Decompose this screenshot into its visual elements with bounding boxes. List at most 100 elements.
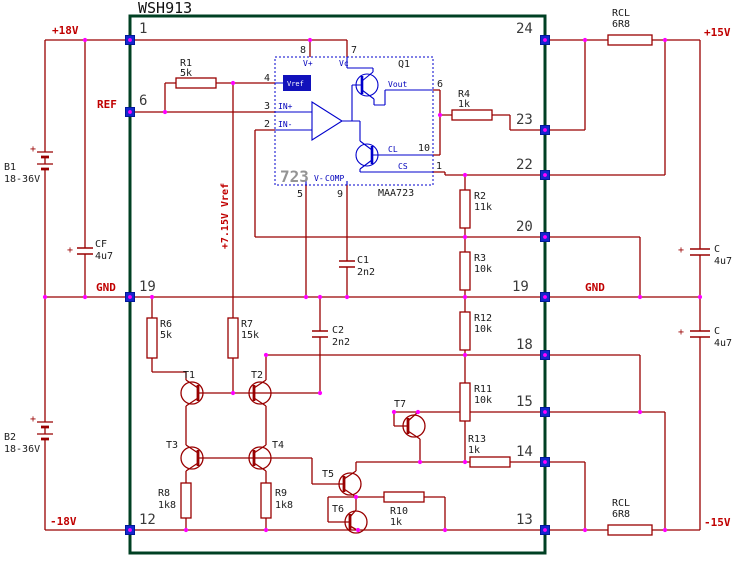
r13-value: 1k — [468, 445, 480, 456]
cf-value: 4u7 — [95, 251, 113, 262]
cap-cf-plates — [77, 247, 93, 255]
t2-body — [248, 381, 272, 405]
ic-pad-vplus: V+ — [303, 59, 313, 68]
internal-wiring — [134, 39, 541, 531]
b2-name: B2 — [4, 432, 16, 443]
ic-pin-9: 9 — [337, 189, 343, 200]
net-vref-rail: +7.15V Vref — [220, 183, 231, 249]
pin-23-label: 23 — [516, 112, 533, 128]
t3-body — [180, 446, 204, 470]
wire-segments-internal — [134, 39, 541, 531]
r12-value: 10k — [474, 324, 492, 335]
resistor-r8-body — [180, 482, 192, 519]
c2-name: C2 — [332, 325, 344, 336]
c-bottom-value: 4u7 — [714, 338, 732, 349]
c-top-polarity-plus: + — [678, 245, 684, 256]
net-ref: REF — [97, 98, 117, 111]
r2-value: 11k — [474, 202, 492, 213]
cap-c1-c2-plates — [312, 260, 355, 338]
transistor-symbols — [180, 379, 426, 534]
r10-value: 1k — [390, 517, 402, 528]
r12-name: R12 — [474, 313, 492, 324]
ic-dashed-outline — [274, 56, 434, 186]
r4-name: R4 — [458, 89, 470, 100]
t2-label: T2 — [251, 370, 263, 381]
r8-name: R8 — [158, 488, 170, 499]
r1-value: 5k — [180, 68, 192, 79]
t7-label: T7 — [394, 399, 406, 410]
vref-block — [283, 75, 311, 91]
net-gnd-left: GND — [96, 281, 116, 294]
battery-plates-long — [37, 151, 53, 435]
net-plus18v: +18V — [52, 24, 79, 37]
pin-14-label: 14 — [516, 444, 533, 460]
ic-pad-inminus: IN- — [278, 120, 292, 129]
t7-body — [402, 414, 426, 438]
resistor-r9-body — [260, 482, 272, 519]
r7-name: R7 — [241, 319, 253, 330]
pin-number-labels: 1 6 19 12 24 23 22 20 19 18 15 14 13 — [139, 21, 533, 528]
b2-value: 18-36V — [4, 444, 40, 455]
cf-polarity-plus: + — [67, 245, 73, 256]
current-limit-transistor-body — [355, 143, 379, 167]
ic-pad-cs: CS — [398, 162, 408, 171]
resistor-r12-body — [459, 311, 471, 351]
resistor-r13-body — [469, 456, 511, 468]
t5-label: T5 — [322, 469, 334, 480]
pin-15-label: 15 — [516, 394, 533, 410]
ic-pin-2: 2 — [264, 119, 270, 130]
net-minus18v: -18V — [50, 515, 77, 528]
pin-22-label: 22 — [516, 157, 533, 173]
ic-pin-6: 6 — [437, 79, 443, 90]
rcl-bottom-name: RCL — [612, 498, 630, 509]
resistor-r10-body — [383, 491, 425, 503]
b1-name: B1 — [4, 162, 16, 173]
resistor-rcl-bottom-body — [607, 524, 653, 536]
ic-pin-10: 10 — [418, 143, 430, 154]
resistor-r7-body — [227, 317, 239, 359]
ic-pin-4: 4 — [264, 73, 270, 84]
ic-part-number: MAA723 — [378, 188, 414, 199]
t5-body — [338, 472, 362, 496]
ic-pin-8: 8 — [300, 45, 306, 56]
pin-6-label: 6 — [139, 93, 147, 109]
cap-right-plates — [690, 248, 710, 338]
c-bottom-name: C — [714, 326, 720, 337]
ic-transistor-base-bars — [360, 76, 374, 164]
b1-value: 18-36V — [4, 174, 40, 185]
ic-pin-7: 7 — [351, 45, 357, 56]
r10-name: R10 — [390, 506, 408, 517]
r2-name: R2 — [474, 191, 486, 202]
t4-body — [248, 446, 272, 470]
external-wiring — [37, 39, 710, 531]
transistor-leads — [185, 379, 421, 531]
transistor-base-bars — [196, 385, 410, 530]
c1-value: 2n2 — [357, 267, 375, 278]
opamp-triangle — [311, 101, 344, 141]
battery-plates-short — [41, 155, 49, 441]
r6-value: 5k — [160, 330, 172, 341]
resistor-rcl-top-body — [607, 34, 653, 46]
pin-18-label: 18 — [516, 337, 533, 353]
resistor-r3-body — [459, 251, 471, 291]
t1-label: T1 — [183, 370, 195, 381]
net-plus15v: +15V — [704, 26, 731, 39]
r3-value: 10k — [474, 264, 492, 275]
resistor-r11-body — [459, 382, 471, 422]
pin-19-left-label: 19 — [139, 279, 156, 295]
t6-body — [344, 510, 368, 534]
t3-label: T3 — [166, 440, 178, 451]
r3-name: R3 — [474, 253, 486, 264]
resistor-bodies — [146, 34, 653, 536]
ic-pad-vc: Vc — [339, 59, 349, 68]
resistor-r4-body — [451, 109, 493, 121]
ic-pad-inplus: IN+ — [278, 102, 293, 111]
component-labels: R1 5k RCL 6R8 R4 1k R2 11k R3 10k R12 10… — [4, 8, 732, 528]
ic-pad-comp: COMP — [325, 174, 344, 183]
ic-pin-3: 3 — [264, 101, 270, 112]
resistor-r1-body — [175, 77, 217, 89]
ic-pin-1: 1 — [436, 161, 442, 172]
cf-name: CF — [95, 239, 107, 250]
